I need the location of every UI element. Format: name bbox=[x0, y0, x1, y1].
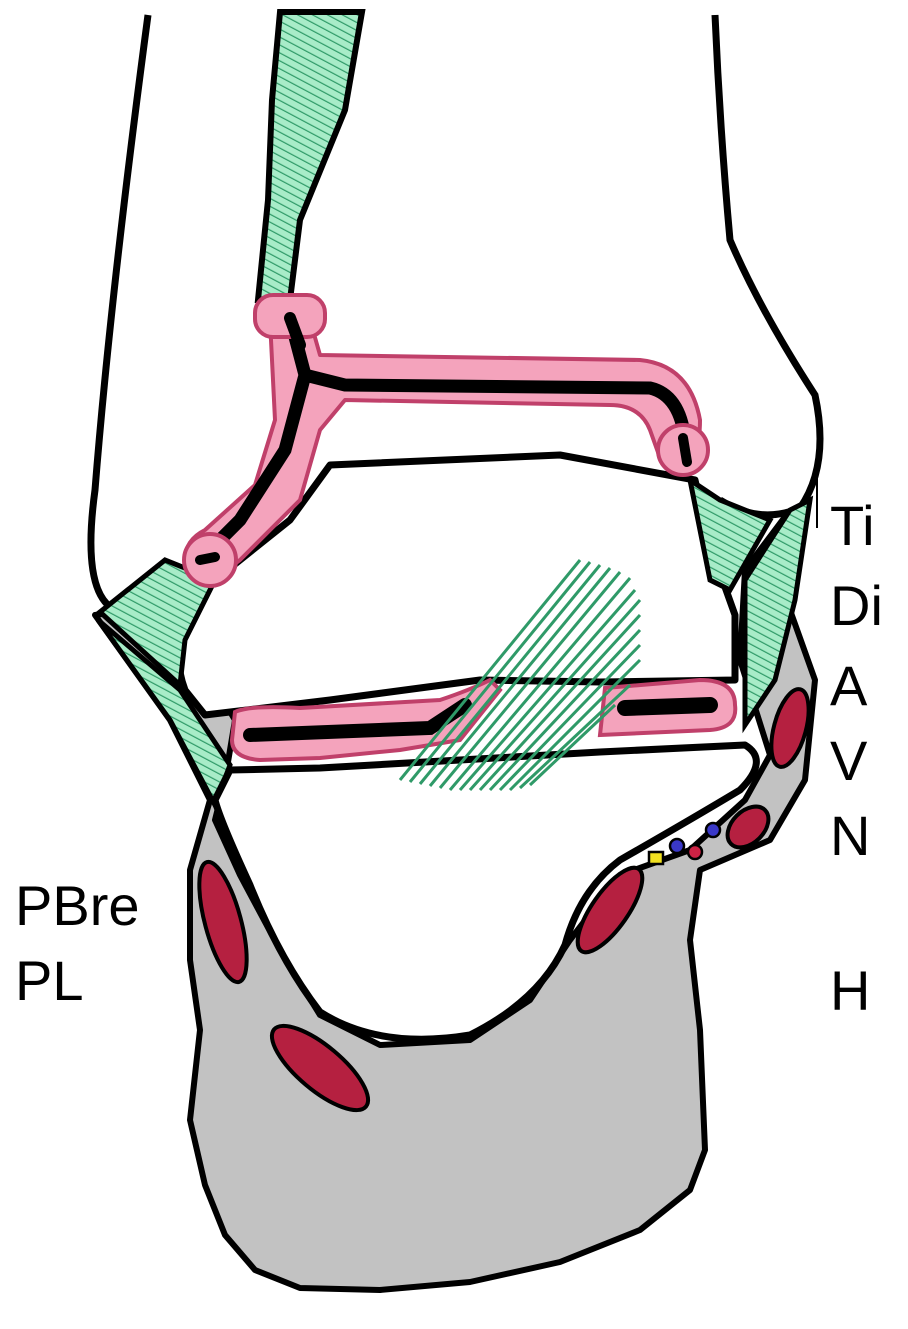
subtalar-joint-line-right bbox=[625, 705, 710, 708]
artery-marker bbox=[688, 845, 702, 859]
label-a: A bbox=[830, 654, 868, 717]
nerve-marker bbox=[649, 852, 663, 864]
label-h: H bbox=[830, 959, 870, 1022]
label-ti: Ti bbox=[830, 494, 875, 557]
vein-marker-2 bbox=[670, 839, 684, 853]
label-pl: PL bbox=[15, 949, 84, 1012]
label-n: N bbox=[830, 804, 870, 867]
label-v: V bbox=[830, 729, 868, 792]
vein-marker-1 bbox=[706, 823, 720, 837]
label-di: Di bbox=[830, 574, 883, 637]
label-pbre: PBre bbox=[15, 874, 140, 937]
